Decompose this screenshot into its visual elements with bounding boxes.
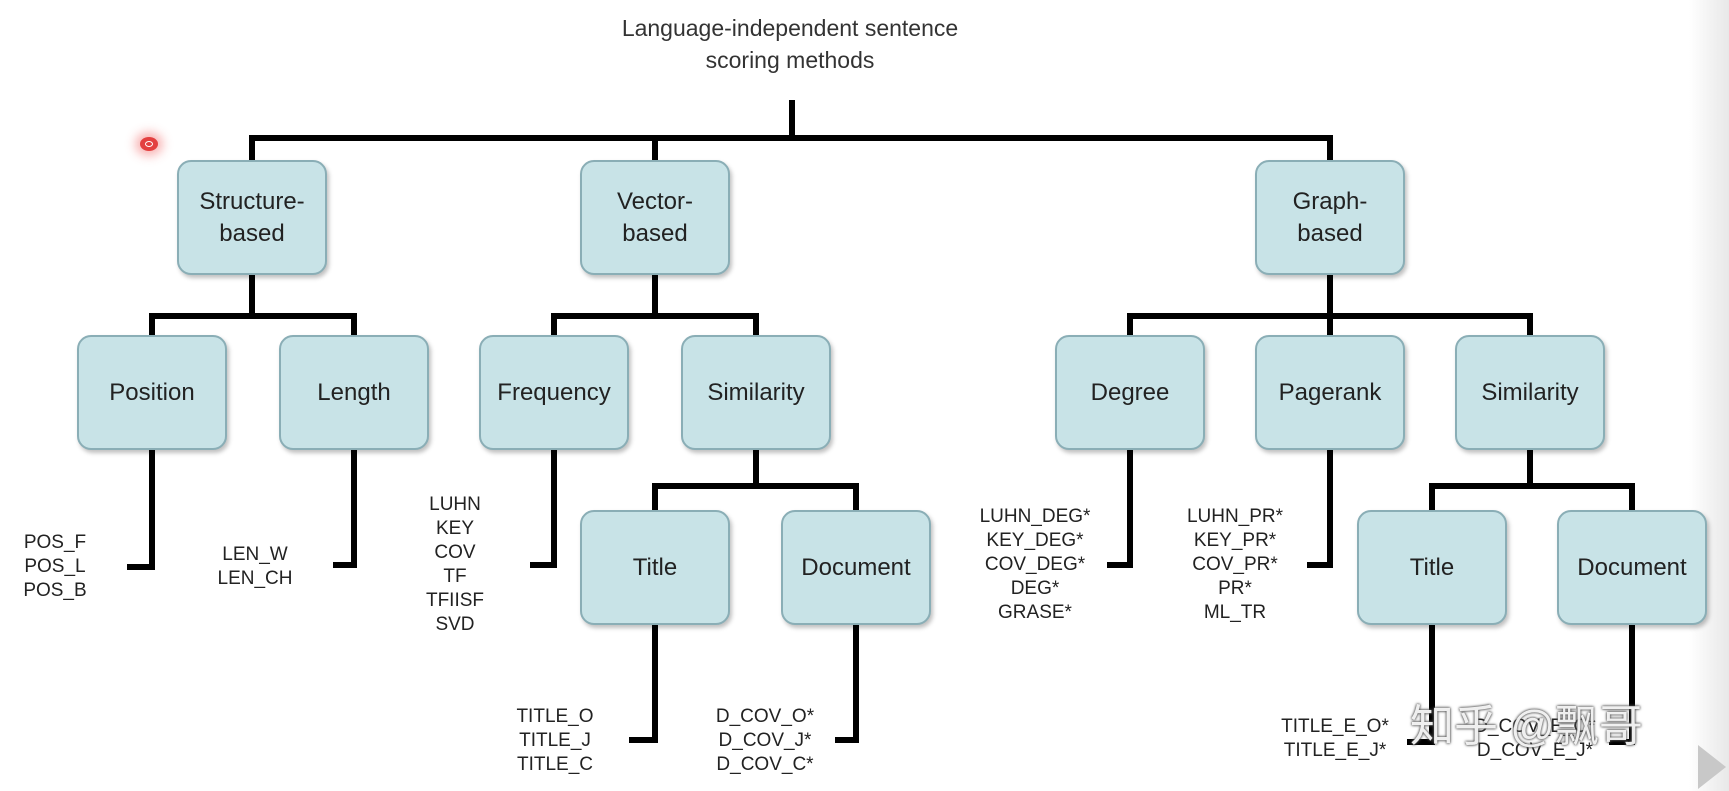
leaf-item: TF	[443, 566, 467, 587]
connector-similarity-vector	[652, 447, 859, 513]
leaf-item: TITLE_O	[516, 706, 594, 727]
leaf-item: LEN_CH	[217, 568, 293, 589]
leaf-item: TITLE_E_O*	[1281, 716, 1389, 737]
leaf-item: LUHN	[429, 494, 481, 515]
leaf-item: TITLE_E_J*	[1283, 740, 1387, 761]
node-length: Length	[279, 335, 429, 450]
leaf-item: D_COV_E_O*	[1474, 716, 1596, 737]
leaf-list-position: POS_F POS_L POS_B	[0, 531, 120, 603]
leaf-item: KEY_DEG*	[986, 530, 1084, 551]
node-graph-based: Graph-based	[1255, 160, 1405, 275]
leaf-item: LUHN_PR*	[1186, 506, 1284, 527]
leaf-list-frequency: LUHN KEY COV TF TFIISF SVD	[390, 493, 520, 637]
diagram-title: Language-independent sentence scoring me…	[560, 12, 1020, 76]
leaf-list-length: LEN_W LEN_CH	[190, 543, 320, 591]
leaf-item: COV_PR*	[1192, 554, 1278, 575]
node-similarity-graph: Similarity	[1455, 335, 1605, 450]
node-graph-line-1: Graph-	[1292, 187, 1368, 215]
leaf-item: GRASE*	[998, 602, 1072, 623]
connector-leaf-length	[333, 447, 357, 568]
next-arrow-icon[interactable]	[1698, 745, 1726, 789]
leaf-item: TITLE_J	[519, 730, 591, 751]
node-similarity-vector: Similarity	[681, 335, 831, 450]
leaf-item: LUHN_DEG*	[979, 506, 1091, 527]
connector-similarity-graph	[1429, 447, 1635, 513]
leaf-item: D_COV_E_J*	[1476, 740, 1594, 761]
leaf-item: PR*	[1218, 578, 1252, 599]
leaf-item: COV	[434, 542, 476, 563]
leaf-item: D_COV_C*	[716, 754, 814, 775]
connector-leaf-title-vector	[629, 622, 658, 743]
leaf-item: KEY_PR*	[1193, 530, 1277, 551]
node-document-vector: Document	[781, 510, 931, 625]
screen-edge-shadow	[1689, 0, 1729, 791]
connector-leaf-frequency	[530, 447, 557, 568]
node-document-graph: Document	[1557, 510, 1707, 625]
node-vector-line-2: based	[622, 219, 688, 247]
node-title-graph: Title	[1357, 510, 1507, 625]
diagram-title-line-2: scoring methods	[705, 47, 875, 73]
leaf-list-degree: LUHN_DEG* KEY_DEG* COV_DEG* DEG* GRASE*	[960, 505, 1110, 625]
watermark: 知乎 @飘哥	[1410, 702, 1643, 751]
leaf-list-pagerank: LUHN_PR* KEY_PR* COV_PR* PR* ML_TR	[1160, 505, 1310, 625]
node-vector-based: Vector-based	[580, 160, 730, 275]
diagram-title-line-1: Language-independent sentence	[621, 15, 959, 41]
leaf-item: D_COV_J*	[718, 730, 812, 751]
leaf-item: COV_DEG*	[984, 554, 1086, 575]
leaf-item: ML_TR	[1203, 602, 1267, 623]
connector-leaf-pagerank	[1307, 447, 1333, 568]
node-pagerank: Pagerank	[1255, 335, 1405, 450]
connector-structure	[149, 272, 357, 338]
leaf-item: POS_L	[24, 556, 86, 577]
leaf-list-document-graph: D_COV_E_O* D_COV_E_J*	[1455, 715, 1615, 763]
leaf-item: KEY	[435, 518, 475, 539]
leaf-item: POS_F	[23, 532, 87, 553]
connector-leaf-degree	[1107, 447, 1133, 568]
leaf-item: D_COV_O*	[715, 706, 815, 727]
node-structure-based: Structure-based	[177, 160, 327, 275]
leaf-item: DEG*	[1010, 578, 1060, 599]
node-title-vector: Title	[580, 510, 730, 625]
node-degree: Degree	[1055, 335, 1205, 450]
leaf-item: POS_B	[23, 580, 87, 601]
connector-vector	[551, 272, 759, 338]
leaf-item: LEN_W	[222, 544, 288, 565]
leaf-list-title-vector: TITLE_O TITLE_J TITLE_C	[490, 705, 620, 777]
connector-root	[249, 100, 1333, 163]
connector-leaf-position	[127, 447, 155, 570]
node-position: Position	[77, 335, 227, 450]
node-vector-line-1: Vector-	[616, 187, 694, 215]
connector-leaf-document-vector	[835, 622, 859, 743]
leaf-item: TITLE_C	[516, 754, 594, 775]
laser-pointer-cursor	[140, 137, 158, 151]
leaf-item: TFIISF	[425, 590, 485, 611]
leaf-list-title-graph: TITLE_E_O* TITLE_E_J*	[1260, 715, 1410, 763]
leaf-item: SVD	[435, 614, 475, 635]
connector-leaf-title-graph	[1407, 622, 1435, 745]
connector-graph	[1127, 272, 1533, 338]
node-graph-line-2: based	[1297, 219, 1363, 247]
connector-leaf-document-graph	[1609, 622, 1635, 745]
node-frequency: Frequency	[479, 335, 629, 450]
node-structure-line-1: Structure-	[199, 187, 305, 215]
leaf-list-document-vector: D_COV_O* D_COV_J* D_COV_C*	[690, 705, 840, 777]
node-structure-line-2: based	[219, 219, 285, 247]
